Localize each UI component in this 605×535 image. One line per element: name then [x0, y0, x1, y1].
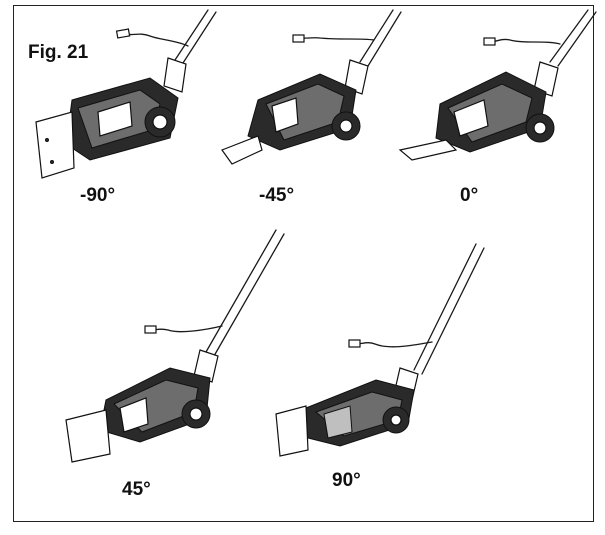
figure-frame [13, 5, 594, 522]
trimmer-neg45-illustration [221, 9, 402, 165]
trimmer-zero-illustration [398, 9, 597, 161]
angle-label-zero: 0° [460, 185, 479, 206]
trimmer-pos90-illustration [275, 243, 485, 457]
figure-title: Fig. 21 [28, 42, 89, 63]
trimmer-neg90-illustration [35, 9, 217, 179]
angle-label-neg90: -90° [80, 185, 116, 206]
angle-label-pos45: 45° [122, 479, 151, 500]
angle-label-pos90: 90° [332, 470, 361, 491]
trimmer-pos45-illustration [65, 229, 285, 463]
angle-label-neg45: -45° [259, 185, 295, 206]
